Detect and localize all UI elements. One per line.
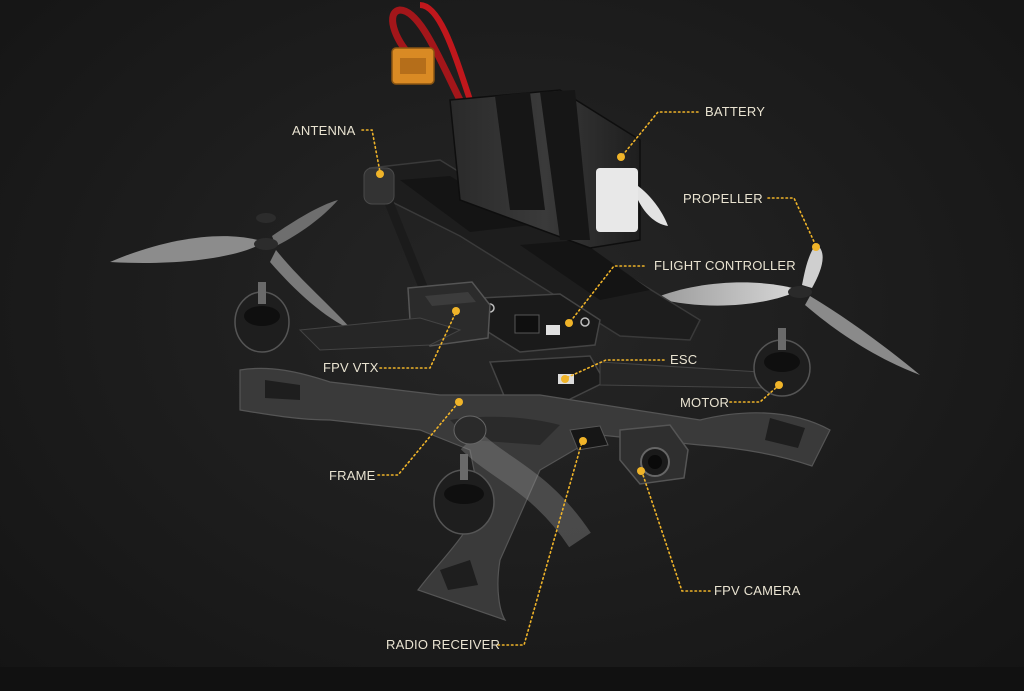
label-frame: FRAME: [329, 468, 376, 483]
motor-left: [234, 282, 290, 353]
motor-center: [453, 415, 487, 445]
marker-dot-motor: [775, 381, 783, 389]
propeller-left: [110, 200, 352, 330]
label-fpv-camera: FPV CAMERA: [714, 583, 801, 598]
motor-bottom: [433, 454, 495, 535]
fpv-camera: [619, 424, 689, 485]
leader-line-esc: [565, 359, 665, 379]
leader-line-battery: [621, 111, 699, 157]
label-radio-receiver: RADIO RECEIVER: [386, 637, 501, 652]
propeller-right: [655, 244, 920, 375]
leader-line-propeller: [767, 197, 817, 247]
battery-cable: [389, 2, 473, 102]
battery: [449, 89, 668, 249]
leader-line-frame: [377, 402, 459, 476]
marker-dot-antenna: [376, 170, 384, 178]
radio-receiver: [569, 425, 609, 451]
leader-line-flight-controller: [569, 265, 645, 323]
bottom-strip: [0, 667, 1024, 691]
leader-line-fpv-camera: [641, 471, 711, 592]
label-esc: ESC: [670, 352, 698, 367]
label-antenna: ANTENNA: [292, 123, 356, 138]
marker-dot-frame: [455, 398, 463, 406]
label-fpv-vtx: FPV VTX: [323, 360, 379, 375]
antenna: [363, 167, 430, 297]
marker-dot-esc: [561, 375, 569, 383]
marker-dot-battery: [617, 153, 625, 161]
label-battery: BATTERY: [705, 104, 766, 119]
marker-dot-flight-controller: [565, 319, 573, 327]
marker-dot-fpv-vtx: [452, 307, 460, 315]
label-motor: MOTOR: [680, 395, 730, 410]
leader-line-radio-receiver: [497, 441, 583, 646]
bottom-frame: [239, 367, 831, 622]
leader-line-fpv-vtx: [379, 311, 457, 369]
motor-right: [753, 328, 811, 397]
marker-dot-fpv-camera: [637, 467, 645, 475]
leader-line-motor: [729, 385, 779, 403]
upper-arm: [298, 317, 771, 389]
marker-dot-propeller: [812, 243, 820, 251]
marker-dot-radio-receiver: [579, 437, 587, 445]
label-propeller: PROPELLER: [683, 191, 763, 206]
leader-line-antenna: [361, 129, 381, 173]
label-flight-controller: FLIGHT CONTROLLER: [654, 258, 796, 273]
